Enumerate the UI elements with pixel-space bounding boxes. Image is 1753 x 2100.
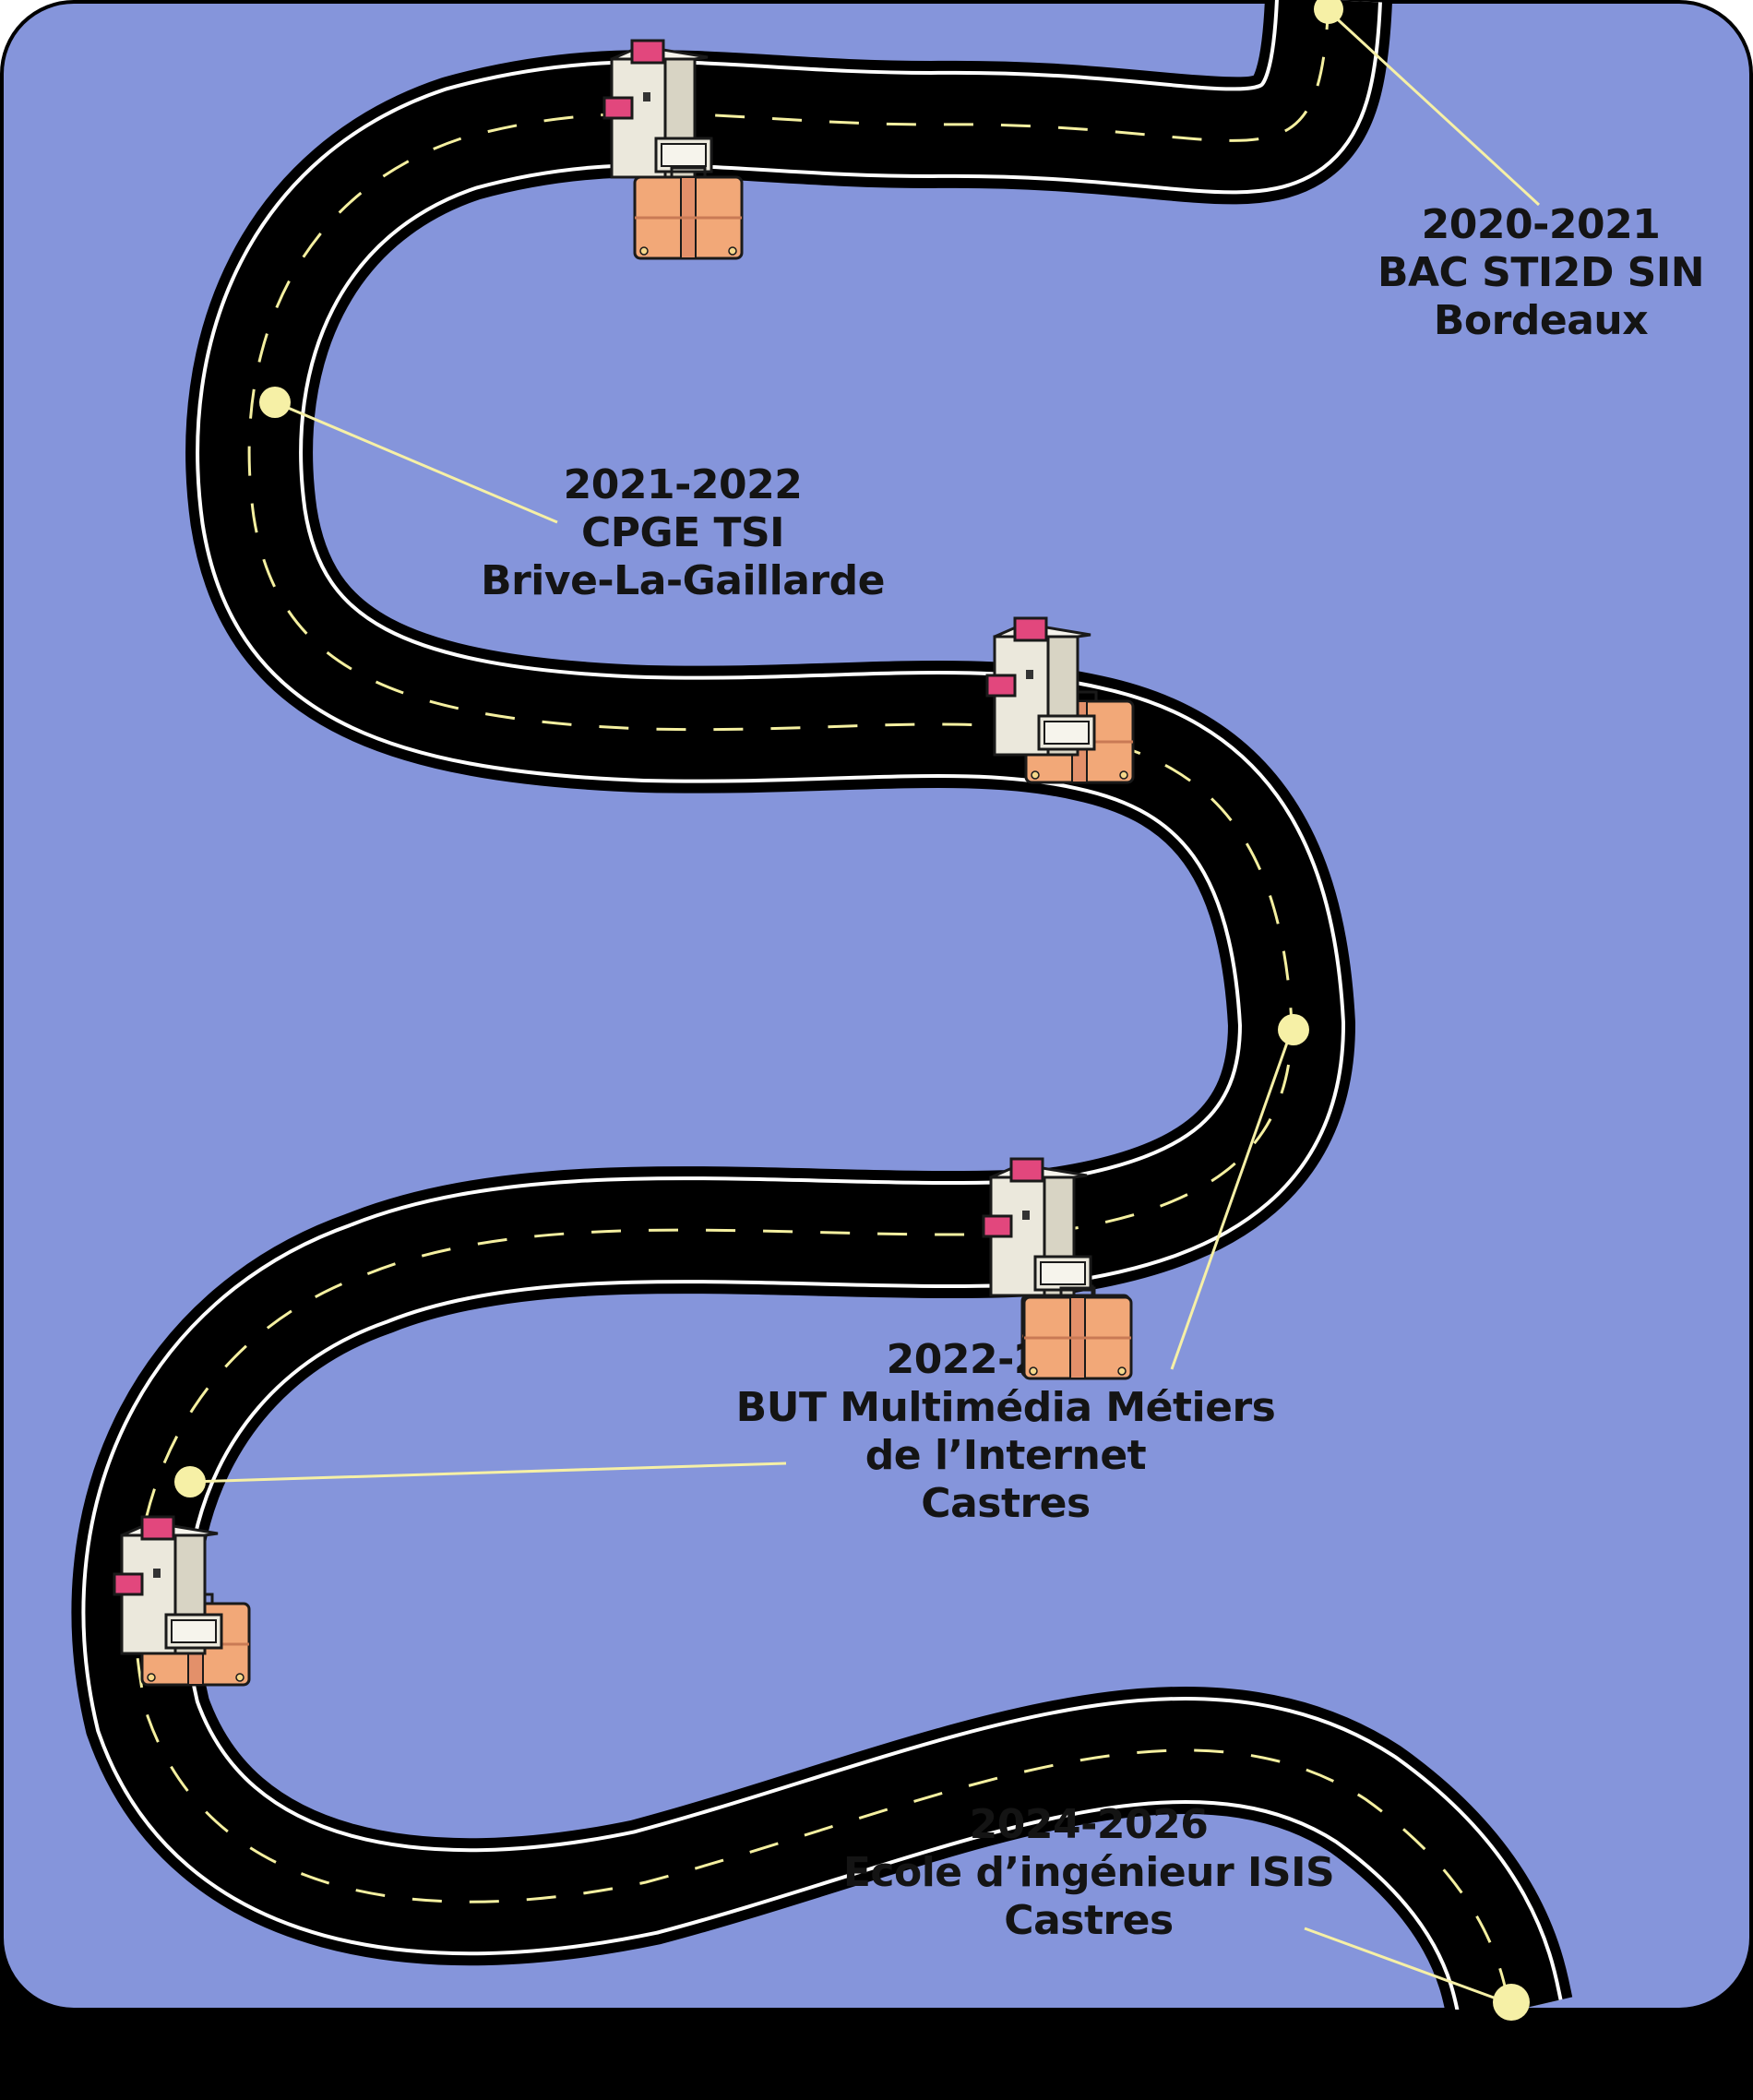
milestone-years: 2024-2026 [969, 1801, 1209, 1848]
milestone-dot [1493, 1984, 1530, 2021]
suitcase-icon [633, 166, 744, 260]
school-building-icon [602, 39, 713, 179]
milestone-title: CPGE TSI [580, 509, 785, 556]
milestone-dots [174, 0, 1530, 2021]
connectors [189, 9, 1541, 2006]
milestone-place: Castres [921, 1480, 1091, 1527]
school-building-icon [985, 616, 1096, 757]
milestone-title: BUT Multimédia Métiers [735, 1384, 1276, 1431]
milestone-label-2020: 2020-2021 BAC STI2D SIN Bordeaux [1329, 201, 1753, 345]
milestone-label-2024: 2024-2026 Ecole d’ingénieur ISIS Castres [812, 1801, 1365, 1945]
milestone-place: Brive-La-Gaillarde [481, 557, 885, 604]
milestone-place: Bordeaux [1433, 297, 1649, 344]
milestone-title: Ecole d’ingénieur ISIS [842, 1849, 1335, 1896]
milestone-dot [174, 1466, 206, 1497]
lane-marking [133, 0, 1512, 2012]
milestone-label-2021: 2021-2022 CPGE TSI Brive-La-Gaillarde [443, 461, 923, 605]
milestone-dot [1314, 0, 1343, 24]
school-building-icon [113, 1515, 223, 1655]
milestone-title-line2: de l’Internet [865, 1432, 1147, 1479]
milestone-dot [259, 387, 291, 418]
milestone-years: 2022-2024 [886, 1336, 1126, 1383]
milestone-years: 2020-2021 [1421, 201, 1661, 248]
milestone-dot [1278, 1014, 1309, 1045]
suitcase-overlay [1022, 1286, 1133, 1380]
milestone-label-2022: 2022-2024 BUT Multimédia Métiers de l’In… [701, 1336, 1310, 1528]
suitcase-icon [1022, 1286, 1133, 1380]
school-building-icon [982, 1157, 1092, 1297]
milestone-title: BAC STI2D SIN [1377, 249, 1705, 296]
milestone-place: Castres [1004, 1897, 1174, 1944]
milestone-years: 2021-2022 [563, 461, 803, 508]
road [71, 0, 1573, 2026]
